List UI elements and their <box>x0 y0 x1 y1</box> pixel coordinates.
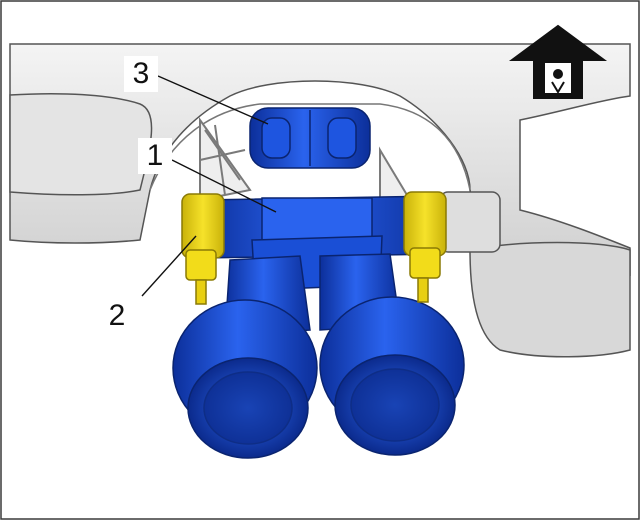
front-clamp <box>249 107 371 169</box>
muffler-housing <box>469 241 631 358</box>
rear-body <box>9 43 631 277</box>
direction-up-arrow-icon <box>508 24 608 99</box>
callout-3-label: 3 <box>124 56 158 92</box>
right-outlet-stub <box>439 191 501 253</box>
side-clamp-left <box>181 193 225 305</box>
side-clamp-right <box>403 191 447 303</box>
callout-1-label: 1 <box>138 138 172 174</box>
leader-lines <box>141 75 277 297</box>
callout-2-label: 2 <box>100 298 134 334</box>
tailpipe-assembly <box>172 195 465 459</box>
